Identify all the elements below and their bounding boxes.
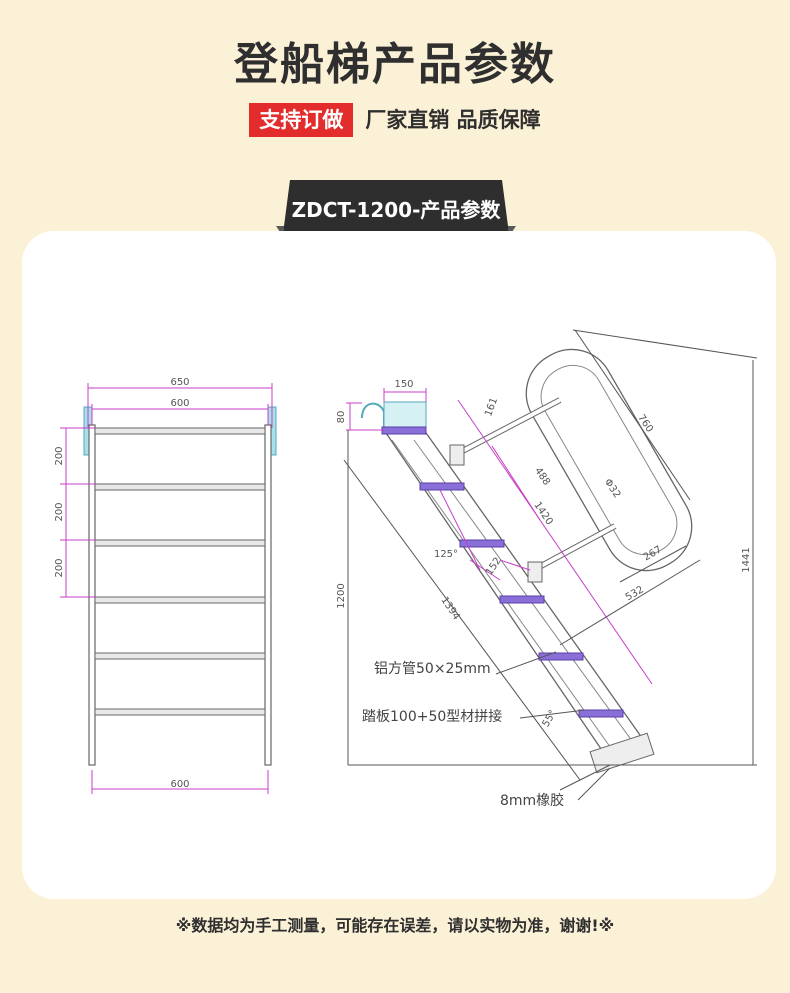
tread: [538, 652, 584, 661]
tread: [578, 709, 624, 718]
rubber-foot: [589, 732, 655, 774]
front-view: 650 600 600 200 200 200: [54, 377, 277, 794]
dim-inner-width: 600: [170, 398, 189, 409]
dim-1394: 1394: [438, 595, 461, 622]
dim-spacing-2: 200: [54, 502, 65, 521]
brace-clamp: [527, 561, 543, 583]
dim-161: 161: [483, 396, 500, 418]
front-rung: [94, 596, 266, 604]
front-rung: [94, 483, 266, 491]
handrail-brace-inner: [454, 398, 561, 457]
dim-bottom-width: 600: [170, 779, 189, 790]
front-rung: [94, 652, 266, 660]
side-view: 150 80 161 760 488 Φ32 1420 125° 152 267…: [336, 329, 758, 809]
dim-outer-width: 650: [170, 377, 189, 388]
brace-clamp: [449, 444, 465, 466]
tread: [459, 539, 505, 548]
leader-rubber: [577, 767, 611, 801]
front-left-rail: [88, 424, 96, 766]
front-rung: [94, 708, 266, 716]
model-tab-label: ZDCT-1200-产品参数: [291, 198, 501, 222]
front-right-rail: [264, 424, 272, 766]
tread: [499, 595, 545, 604]
dim-488: 488: [532, 466, 552, 488]
page-title: 登船梯产品参数: [234, 39, 556, 90]
dim-55-deg: 55°: [541, 708, 559, 729]
dim-spacing-3: 200: [54, 558, 65, 577]
dim-532: 532: [624, 584, 646, 603]
handrail-loop: [525, 348, 693, 572]
label-tube: 铝方管50×25mm: [374, 661, 491, 677]
measurement-footnote: ※数据均为手工测量，可能存在误差，请以实物为准，谢谢!※: [175, 916, 615, 935]
leader-tread: [519, 709, 586, 719]
dim-hook-width: 150: [394, 379, 413, 390]
handrail-brace-inner: [529, 524, 616, 574]
front-rung: [94, 427, 266, 435]
subtitle: 支持订做厂家直销 品质保障: [0, 103, 790, 137]
tread: [419, 482, 465, 491]
side-hook-plate: [383, 401, 427, 431]
dim-125-deg: 125°: [434, 549, 458, 560]
label-rubber: 8mm橡胶: [500, 792, 564, 809]
handrail-loop-inner: [540, 364, 678, 556]
front-rung: [94, 539, 266, 547]
dim-1200: 1200: [336, 583, 347, 608]
dim-hook-height: 80: [336, 411, 347, 424]
label-tread: 踏板100+50型材拼接: [362, 708, 502, 725]
dim-1441: 1441: [741, 547, 752, 572]
tread: [381, 426, 427, 435]
dim-spacing-1: 200: [54, 446, 65, 465]
side-hook: [361, 402, 385, 430]
leader-tube: [495, 651, 557, 675]
custom-badge: 支持订做: [249, 103, 354, 137]
tagline: 厂家直销 品质保障: [365, 108, 541, 132]
dim-1420: 1420: [531, 500, 554, 527]
